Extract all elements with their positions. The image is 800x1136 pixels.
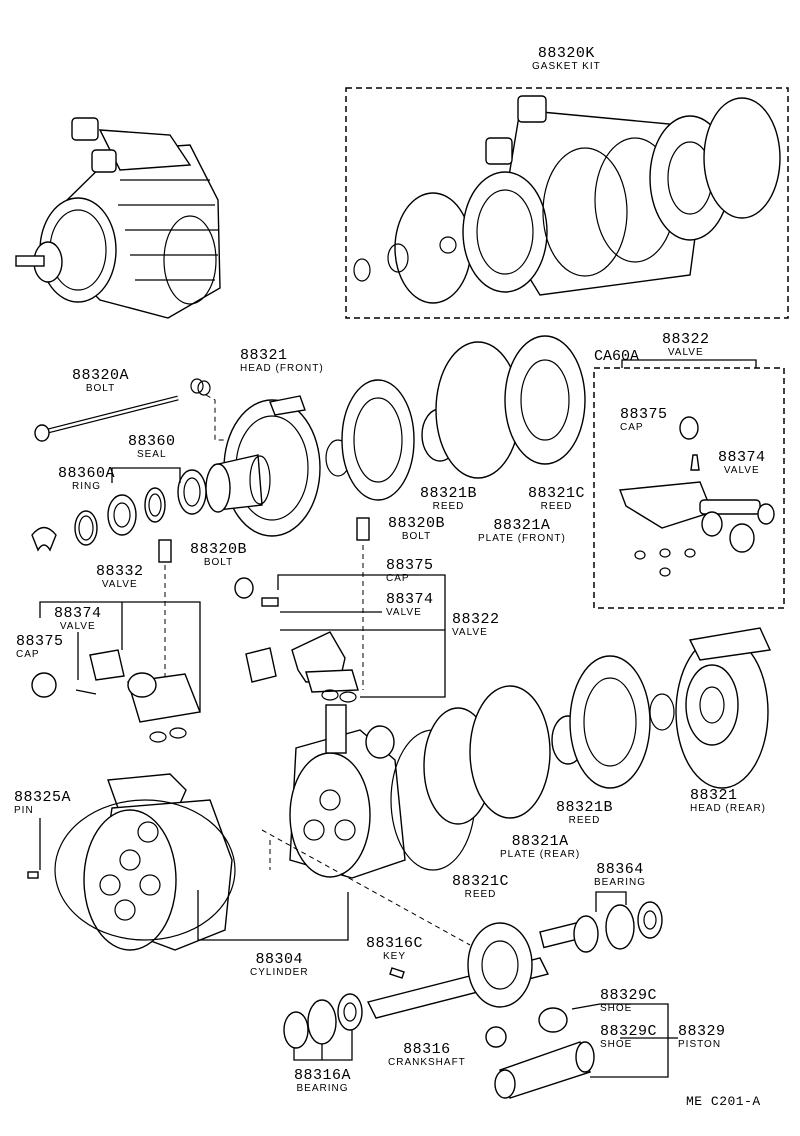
piston-shoe-illustration [485,1003,678,1099]
document-code: ME C201-A [686,1094,761,1109]
seal-ring-illustration [31,467,207,552]
front-valve-stack [325,335,586,501]
cylinder-illustration [27,704,476,951]
ca60a-valve-parts [619,359,775,577]
group-label-ca60a: CA60A [594,348,640,365]
crankshaft-illustration [283,891,663,1061]
assembled-compressor-illustration [15,117,221,319]
gasket-kit-box [345,87,789,319]
front-head-illustration [205,395,321,537]
center-valve-group [234,574,446,703]
gasket-kit-parts [353,95,781,304]
left-valve-group [31,601,201,743]
rear-valve-stack [423,627,772,825]
long-bolt-illustration [34,378,235,442]
short-bolts-illustration [158,517,370,690]
ca60a-box [593,367,785,609]
